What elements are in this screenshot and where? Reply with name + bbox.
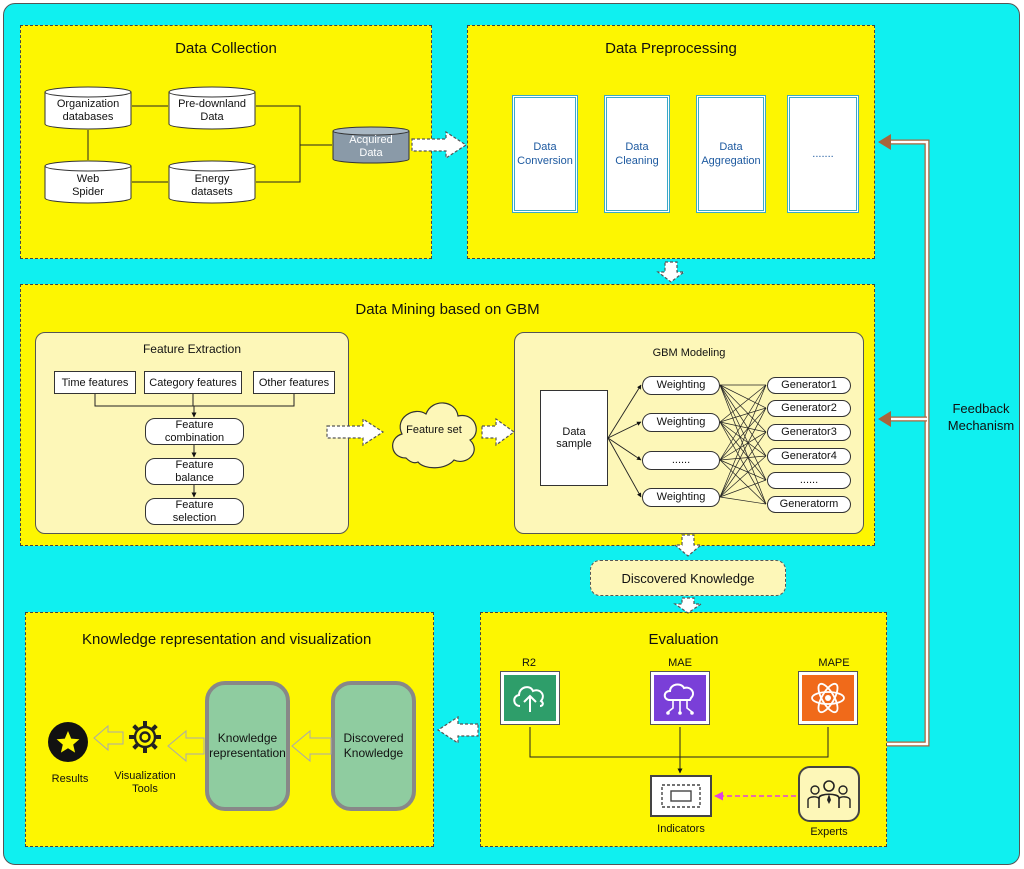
sample-line2: sample [556, 438, 592, 450]
cloud-network-icon [650, 671, 710, 725]
feature-set-cloud: Feature set [384, 392, 484, 470]
discovered-knowledge-banner: Discovered Knowledge [590, 560, 786, 596]
star-icon [48, 722, 88, 762]
acquired-line1: Acquired [349, 134, 393, 146]
org-db-line2: databases [62, 111, 114, 123]
org-db-line1: Organization [56, 98, 120, 110]
representation-line1: Knowledge [217, 731, 278, 745]
experts-icon [798, 766, 860, 822]
selection-line1: Feature [175, 498, 214, 511]
results-label: Results [51, 773, 89, 785]
cloud-upload-icon [500, 671, 560, 725]
cleaning-line1: Data [625, 141, 649, 153]
feedback-line1: Feedback [952, 401, 1010, 416]
feature-set-label: Feature set [406, 424, 462, 436]
weighting-node-1: Weighting [642, 376, 720, 395]
generator-node-2: Generator2 [767, 400, 851, 417]
mae-label: MAE [668, 657, 692, 669]
more-preprocessing-label: ....... [812, 148, 834, 160]
weighting-node-3: Weighting [642, 488, 720, 507]
knowledge-panel-title: Knowledge representation and visualizati… [82, 631, 372, 648]
cleaning-line2: Cleaning [615, 155, 659, 167]
acquired-line2: Data [359, 147, 383, 159]
more-preprocessing-card: ....... [787, 95, 859, 213]
viz-line1: Visualization [114, 770, 176, 782]
weighting-node-2: Weighting [642, 413, 720, 432]
discovered-line1: Discovered [343, 731, 404, 745]
experts-label: Experts [810, 826, 848, 838]
time-features-box: Time features [54, 371, 136, 394]
generator-node-1: Generator1 [767, 377, 851, 394]
feedback-line2: Mechanism [947, 418, 1015, 433]
data-preprocessing-title: Data Preprocessing [605, 40, 737, 57]
web-spider-line2: Spider [72, 186, 104, 198]
gear-icon [126, 718, 164, 756]
representation-line2: representation [209, 746, 286, 760]
indicators-icon [650, 775, 712, 817]
data-collection-title: Data Collection [175, 40, 277, 57]
category-features-box: Category features [144, 371, 242, 394]
r2-label: R2 [521, 657, 537, 669]
combination-line2: combination [164, 431, 225, 444]
weighting-node-ellipsis: ...... [642, 451, 720, 470]
feature-extraction-title: Feature Extraction [142, 342, 242, 356]
viz-line2: Tools [132, 783, 158, 795]
generator-node-3: Generator3 [767, 424, 851, 441]
gbm-modeling-title: GBM Modeling [652, 347, 726, 359]
other-features-box: Other features [253, 371, 335, 394]
generator-node-4: Generator4 [767, 448, 851, 465]
combination-line1: Feature [175, 418, 214, 431]
balance-line1: Feature [175, 458, 214, 471]
selection-line2: selection [172, 511, 217, 524]
balance-line2: balance [175, 471, 214, 484]
data-mining-title: Data Mining based on GBM [355, 301, 540, 318]
discovered-line2: Knowledge [343, 746, 404, 760]
conversion-line1: Data [533, 141, 557, 153]
conversion-line2: Conversion [517, 155, 573, 167]
energy-line1: Energy [194, 173, 230, 185]
sample-line1: Data [562, 426, 586, 438]
generator-node-m: Generatorm [767, 496, 851, 513]
mape-label: MAPE [818, 657, 850, 669]
aggregation-line1: Data [719, 141, 743, 153]
predownload-line1: Pre-downland [178, 98, 246, 110]
aggregation-line2: Aggregation [701, 155, 761, 167]
web-spider-line1: Web [76, 173, 100, 185]
indicators-label: Indicators [657, 823, 705, 835]
energy-line2: datasets [191, 186, 233, 198]
atom-icon [798, 671, 858, 725]
generator-node-ellipsis: ...... [767, 472, 851, 489]
evaluation-title: Evaluation [648, 631, 719, 648]
predownload-line2: Data [200, 111, 224, 123]
